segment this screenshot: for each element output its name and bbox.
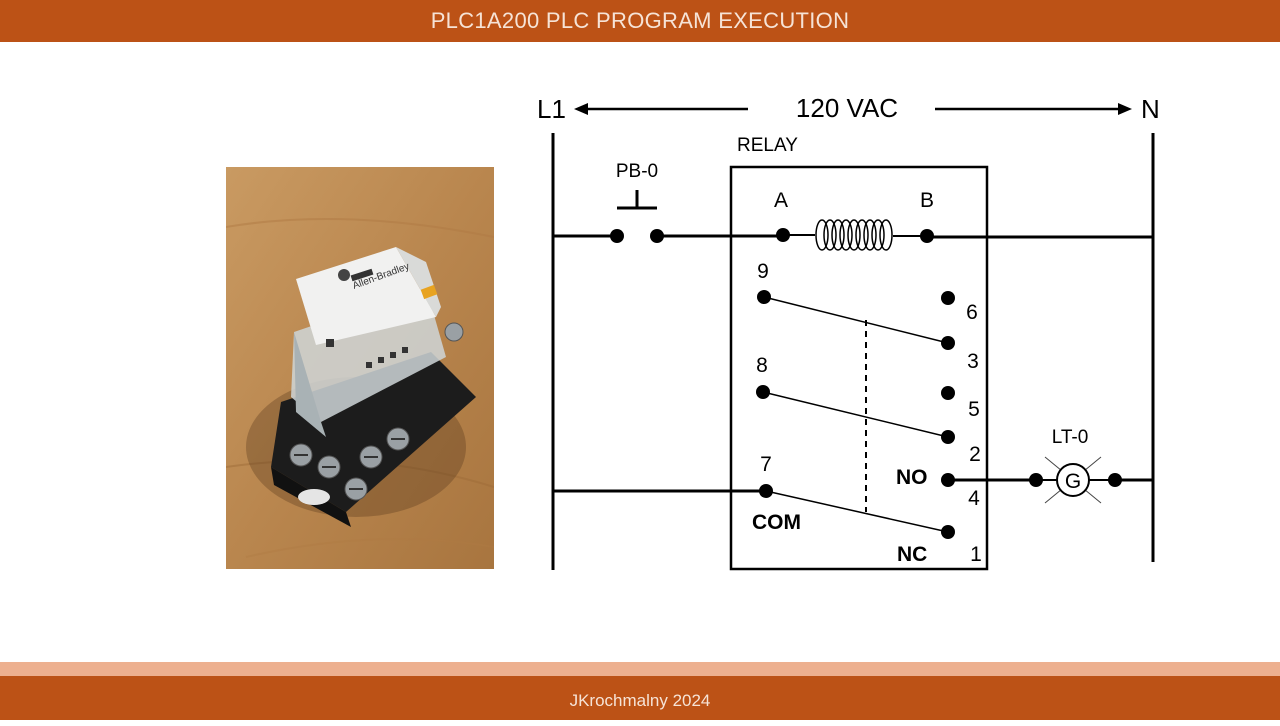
coil-a-label: A [774,189,788,212]
terminal-8-label: 8 [756,354,768,377]
slide-title: PLC1A200 PLC PROGRAM EXECUTION [0,0,1280,42]
voltage-label: 120 VAC [796,93,898,123]
terminal-9-label: 9 [757,260,769,283]
no-label: NO [896,466,928,489]
terminal-7-label: 7 [760,453,772,476]
footer-band [0,662,1280,676]
com-label: COM [752,511,801,534]
terminal-4-label: 4 [968,487,980,510]
coil-symbol [815,219,893,251]
relay-photo: Allen-Bradley [226,167,494,569]
lamp-letter: G [1065,470,1081,493]
pushbutton-symbol [610,190,664,243]
relay-label: RELAY [737,135,798,156]
footer-credit: JKrochmalny 2024 [0,676,1280,720]
pb0-label: PB-0 [616,161,658,182]
line-n-label: N [1141,94,1160,124]
voltage-right-arrow [935,103,1132,115]
nc-label: NC [897,543,927,566]
terminal-1-label: 1 [970,543,982,566]
terminal-5-label: 5 [968,398,980,421]
terminal-2-label: 2 [969,443,981,466]
terminal-6-label: 6 [966,301,978,324]
voltage-left-arrow [574,103,748,115]
relay-box [729,165,989,571]
line-l1-label: L1 [537,94,566,124]
terminal-3-label: 3 [967,350,979,373]
lt0-label: LT-0 [1052,427,1089,448]
coil-b-label: B [920,189,934,212]
